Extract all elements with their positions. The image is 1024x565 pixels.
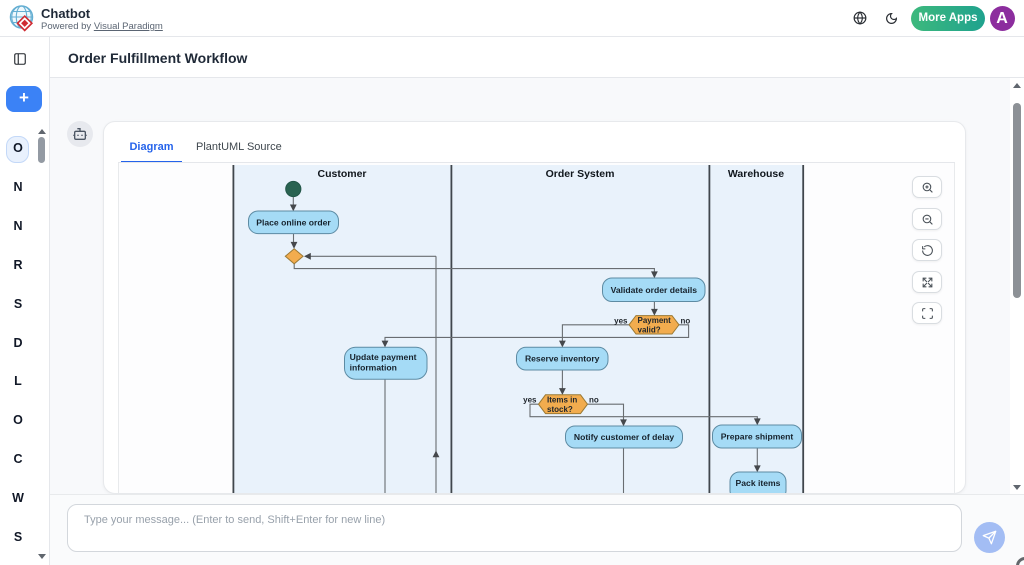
svg-text:Payment: Payment	[638, 316, 672, 325]
svg-text:yes: yes	[523, 396, 537, 405]
svg-text:Order System: Order System	[546, 168, 615, 180]
svg-text:Place online order: Place online order	[256, 217, 331, 227]
svg-text:valid?: valid?	[638, 325, 661, 334]
svg-text:Warehouse: Warehouse	[728, 168, 784, 180]
svg-text:Customer: Customer	[317, 168, 366, 180]
svg-text:information: information	[350, 363, 397, 373]
svg-text:Pack items: Pack items	[736, 478, 781, 488]
svg-text:no: no	[681, 316, 691, 325]
svg-text:Items in: Items in	[547, 396, 577, 405]
svg-text:stock?: stock?	[547, 405, 573, 414]
svg-text:Reserve inventory: Reserve inventory	[525, 354, 600, 364]
svg-text:Prepare shipment: Prepare shipment	[721, 432, 794, 442]
svg-text:yes: yes	[614, 316, 628, 325]
svg-text:Notify customer of delay: Notify customer of delay	[574, 432, 675, 442]
svg-text:no: no	[589, 396, 599, 405]
svg-text:Update payment: Update payment	[350, 352, 417, 362]
svg-text:Validate order details: Validate order details	[611, 285, 698, 295]
